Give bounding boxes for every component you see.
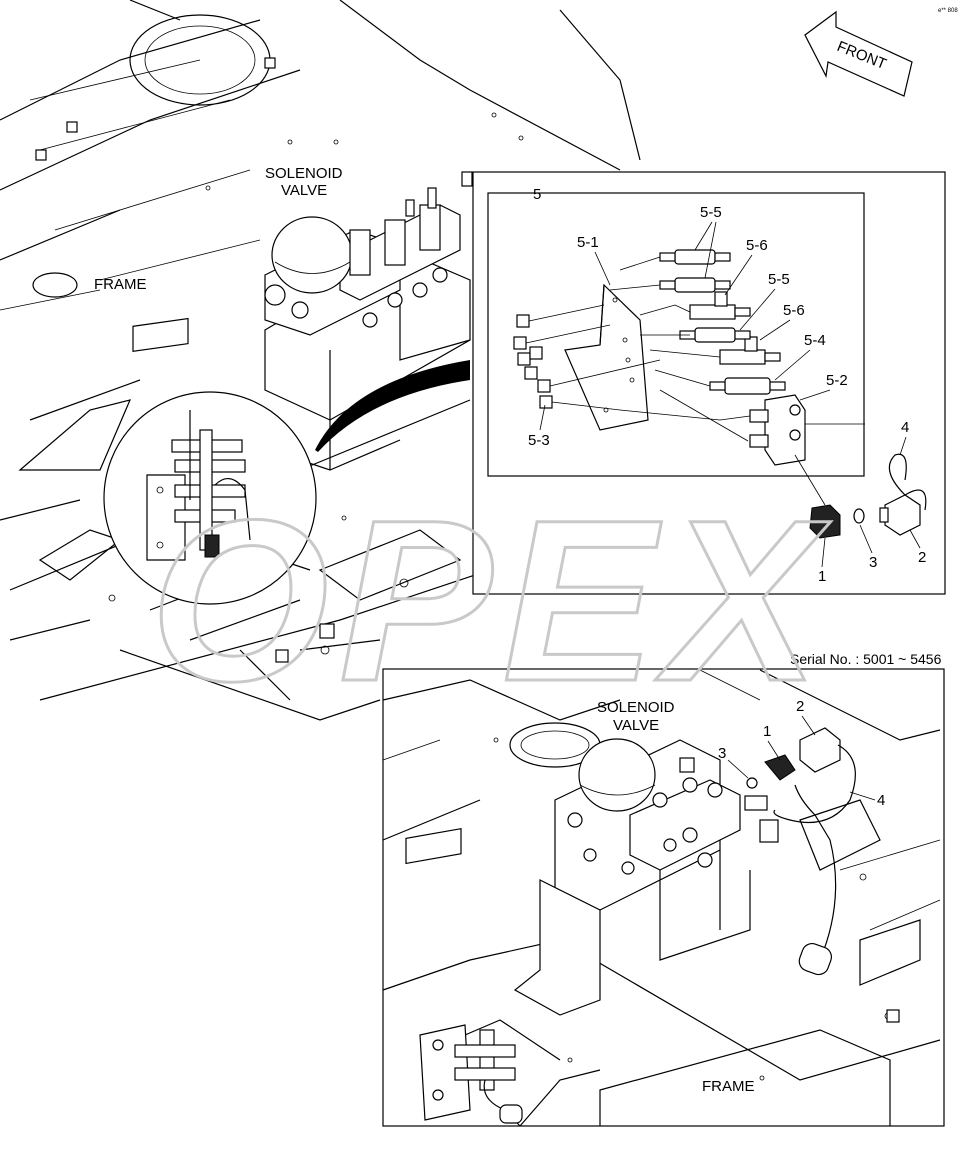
serial-view: 1 2 3 4 SOLENOID VALVE FRAME xyxy=(382,668,945,1127)
serial-solenoid-label-1: SOLENOID xyxy=(597,699,675,716)
block-5-2 xyxy=(749,394,806,466)
serial-number-text: Serial No. : 5001 ~ 5456 xyxy=(790,651,942,667)
callout-5-5-b: 5-5 xyxy=(768,271,790,288)
main-frame-label: FRAME xyxy=(94,276,147,293)
serial-lower-fittings xyxy=(419,1024,523,1127)
callout-5-4: 5-4 xyxy=(804,332,826,349)
serial-callout-4: 4 xyxy=(877,792,885,809)
callout-4: 4 xyxy=(901,419,909,436)
part-1-sensor xyxy=(794,454,841,539)
serial-callout-1: 1 xyxy=(763,723,771,740)
front-arrow: FRONT xyxy=(804,10,913,97)
callout-5-2: 5-2 xyxy=(826,372,848,389)
callout-5-1: 5-1 xyxy=(577,234,599,251)
serial-callout-3: 3 xyxy=(718,745,726,762)
frame-outline xyxy=(0,0,641,721)
callout-5-3: 5-3 xyxy=(528,432,550,449)
detail-pointer-wedge xyxy=(315,360,470,452)
serial-pressure-switch xyxy=(744,727,856,976)
serial-accumulator-sphere xyxy=(578,738,656,812)
callout-5-5-a: 5-5 xyxy=(700,204,722,221)
serial-solenoid-label-2: VALVE xyxy=(613,717,659,734)
main-view: SOLENOID VALVE FRAME xyxy=(0,0,641,721)
fittings-5-5 xyxy=(659,249,731,293)
watermark: OPEX xyxy=(150,472,831,729)
detail-view: 5 xyxy=(472,171,946,595)
group-5-label: 5 xyxy=(533,186,541,203)
callout-3: 3 xyxy=(869,554,877,571)
serial-frame-label: FRAME xyxy=(702,1078,755,1095)
part-3-oring xyxy=(853,508,865,524)
nuts-5-3 xyxy=(513,314,553,409)
accumulator-sphere xyxy=(271,216,353,294)
detail-outer-frame xyxy=(472,171,946,595)
part-2-switch xyxy=(879,489,927,536)
magnifier-content xyxy=(146,410,251,561)
callout-1: 1 xyxy=(818,568,826,585)
main-solenoid-label-1: SOLENOID xyxy=(265,165,343,182)
main-solenoid-label-2: VALVE xyxy=(281,182,327,199)
callout-5-6-b: 5-6 xyxy=(783,302,805,319)
fitting-5-4 xyxy=(709,377,786,395)
callout-2: 2 xyxy=(918,549,926,566)
part-4-harness xyxy=(888,453,907,496)
callout-5-6-a: 5-6 xyxy=(746,237,768,254)
serial-callout-2: 2 xyxy=(796,698,804,715)
fittings-5-6 xyxy=(689,291,781,365)
corner-mark: e** 808 xyxy=(938,8,958,14)
detail-inner-frame xyxy=(487,192,865,477)
